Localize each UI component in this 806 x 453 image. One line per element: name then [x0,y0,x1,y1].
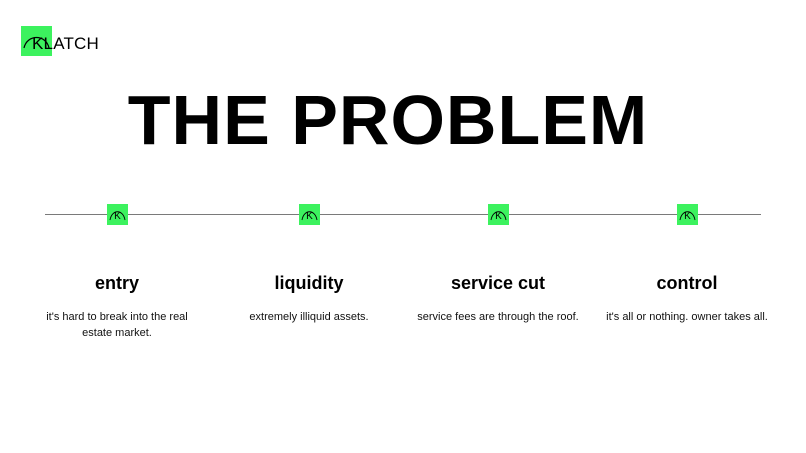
timeline-line [45,214,761,215]
problem-description: it's all or nothing. owner takes all. [606,311,768,323]
klatch-k-icon: K [301,211,318,222]
timeline-marker-service-cut: K [488,204,509,225]
problem-liquidity: liquidity extremely illiquid assets. [224,270,394,325]
svg-text:K: K [306,211,313,222]
problem-title: entry [94,273,139,293]
klatch-k-icon: K [679,211,696,222]
problem-title: service cut [450,273,546,293]
svg-text:K: K [495,211,502,222]
problem-description: it's hard to break into the real estate … [46,311,188,339]
problem-description: service fees are through the roof. [417,311,579,323]
problem-control: control it's all or nothing. owner takes… [602,270,772,325]
svg-text:K: K [684,211,691,222]
problem-entry: entry it's hard to break into the real e… [32,270,202,341]
timeline-marker-entry: K [107,204,128,225]
timeline-marker-control: K [677,204,698,225]
klatch-k-icon: K [490,211,507,222]
logo-mark-icon [21,26,52,56]
problem-description: extremely illiquid assets. [249,311,369,323]
brand-name: KLATCH [32,34,100,53]
timeline-marker-liquidity: K [299,204,320,225]
problem-title: liquidity [274,273,344,293]
klatch-k-icon: K [109,211,126,222]
svg-text:K: K [114,211,121,222]
problem-service-cut: service cut service fees are through the… [413,270,583,325]
problem-title: control [656,273,718,293]
page-title: THE PROBLEM [127,81,649,159]
